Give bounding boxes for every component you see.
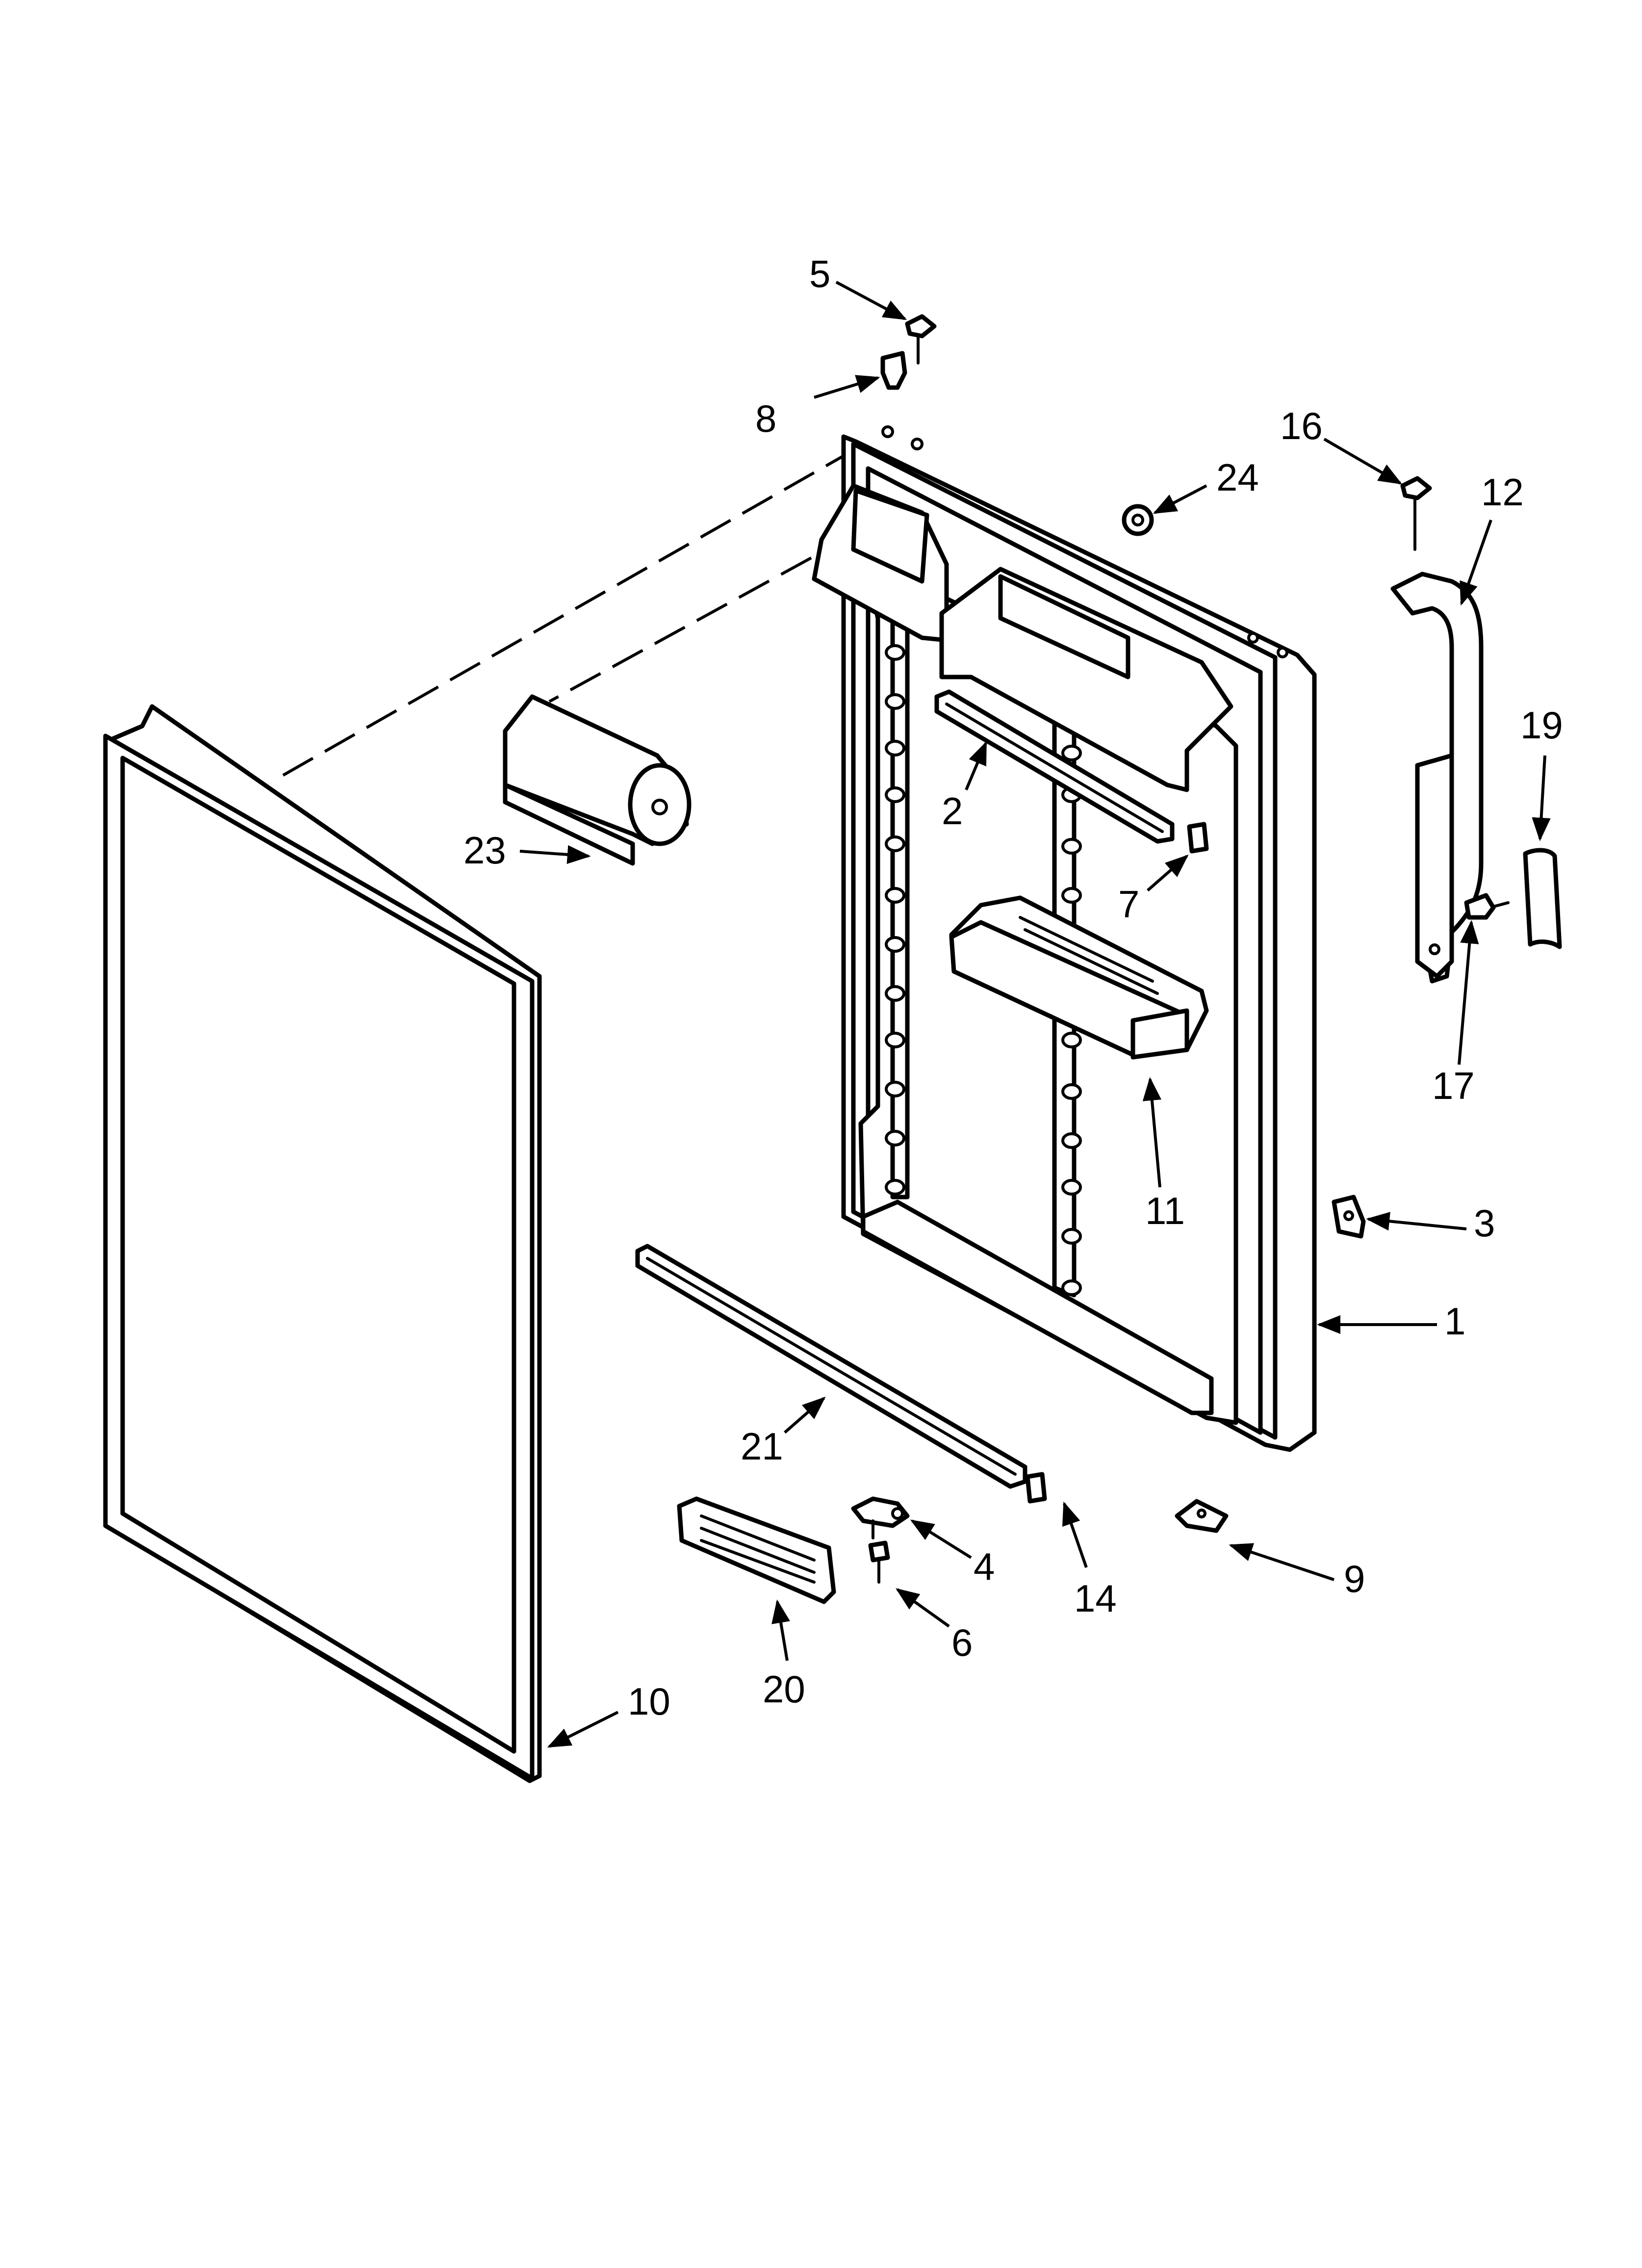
callout-4: 4 (974, 1545, 995, 1588)
screw-5 (868, 1540, 890, 1584)
clip (1122, 504, 1154, 536)
handle-screw (1400, 476, 1432, 551)
door-studs-left (885, 644, 905, 1196)
lower-hinge-bracket (1175, 1499, 1229, 1533)
trim-insert (1523, 848, 1562, 949)
door-bin (949, 895, 1209, 1060)
end-cap (1187, 822, 1209, 854)
top-screw (905, 314, 937, 365)
callout-16: 16 (1280, 404, 1323, 447)
callout-10: 8 (755, 397, 776, 440)
callout-7: 7 (1118, 883, 1139, 926)
door-stop (1332, 1195, 1366, 1239)
callout-12: 12 (1481, 470, 1524, 514)
callout-20: 20 (763, 1668, 805, 1711)
door-handle (1390, 572, 1484, 984)
callout-23: 23 (463, 829, 506, 872)
bottom-trim-strip (635, 1244, 1027, 1489)
callout-9: 9 (1344, 1557, 1365, 1600)
handle-screw-17 (1464, 893, 1510, 920)
cover-plate (677, 1496, 836, 1604)
callout-24: 24 (1216, 456, 1259, 499)
callout-19: 19 (1520, 704, 1563, 747)
callout-14: 14 (1074, 1577, 1117, 1620)
callout-17: 17 (1432, 1064, 1475, 1107)
callout-3: 3 (1474, 1201, 1495, 1245)
callouts: 5 8 24 16 12 19 2 7 23 17 11 3 1 21 14 9 (463, 252, 1563, 1748)
shelf-retainer-bar (934, 689, 1175, 844)
callout-11: 11 (1145, 1189, 1185, 1232)
callout-2: 2 (942, 789, 963, 833)
callout-21: 21 (741, 1425, 783, 1468)
door-gasket (103, 704, 542, 1783)
shelf-door-cover (503, 694, 692, 866)
alignment-dash-lines (274, 447, 857, 782)
callout-1: 1 (1444, 1300, 1465, 1343)
hinge-bracket (851, 1496, 910, 1539)
callout-8: 10 (628, 1680, 670, 1723)
callout-5: 6 (951, 1621, 973, 1664)
top-plug (880, 351, 907, 390)
trim-end-cap (1025, 1472, 1047, 1504)
callout-6: 5 (809, 252, 830, 295)
door-studs-right (1061, 745, 1082, 1296)
